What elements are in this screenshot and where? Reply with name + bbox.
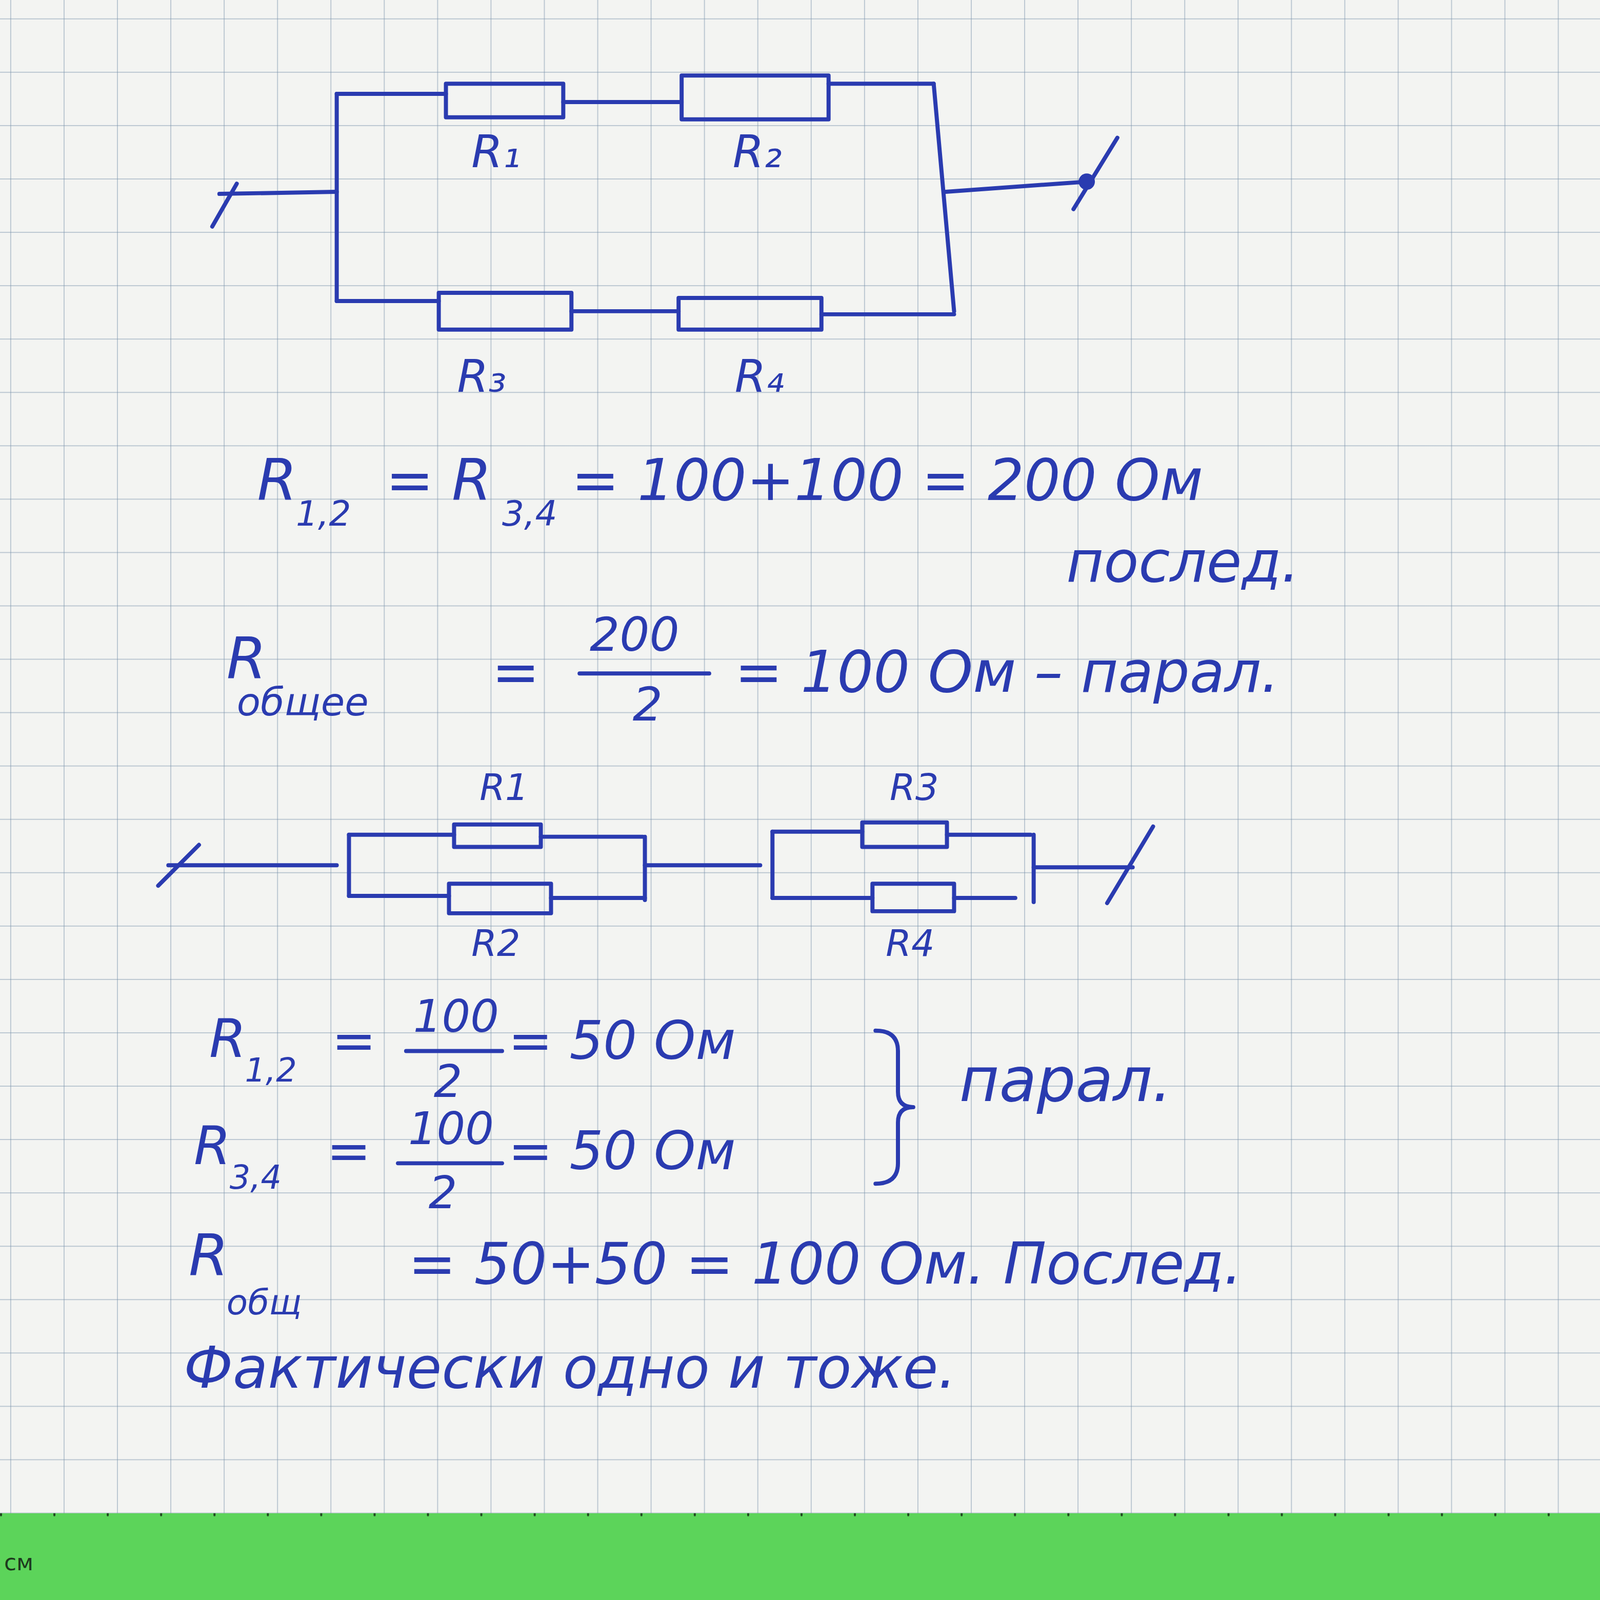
resistor-symbol	[681, 75, 829, 120]
parallel-series-circuit	[157, 822, 1153, 914]
formula-text: =	[326, 1122, 372, 1182]
resistor-symbol	[872, 883, 954, 912]
formula-text: 2	[428, 1168, 458, 1218]
formula-text: = 100 Ом – парал.	[734, 641, 1280, 705]
resistor-label: R2	[471, 923, 520, 965]
formula-text: 100	[413, 991, 499, 1042]
resistor-label: R₄	[734, 351, 785, 402]
formula-text: 3,4	[229, 1160, 282, 1196]
formula-text: 3,4	[502, 494, 558, 533]
formula-text: R	[188, 1224, 229, 1288]
formula-text: Фактически одно и тоже.	[183, 1336, 957, 1400]
resistor-symbol	[446, 83, 564, 118]
formula-text: = R	[385, 449, 492, 513]
resistor-label: R₁	[471, 127, 521, 177]
formula-text: R	[209, 1010, 247, 1069]
formula-text: R	[256, 449, 297, 513]
formula-text: общ	[226, 1283, 303, 1322]
formula-text: =	[331, 1012, 377, 1071]
curly-brace	[875, 1030, 914, 1184]
formula-text: 100	[408, 1104, 494, 1154]
formula-text: 2	[433, 1056, 463, 1107]
formula-text: = 100+100 = 200 Ом	[571, 449, 1204, 513]
resistor-label: R1	[479, 767, 529, 808]
formula-text: 2	[632, 678, 663, 731]
formula-text: 200	[589, 609, 680, 662]
formula-text: общее	[236, 681, 369, 725]
resistor-symbol	[862, 822, 947, 848]
resistor-symbol	[438, 292, 572, 330]
formula-text: парал.	[958, 1046, 1172, 1114]
formula-text: = 50 Ом	[508, 1122, 736, 1182]
formula-text: послед.	[1066, 530, 1300, 594]
resistor-label: R₃	[456, 351, 507, 402]
formula-text: = 50 Ом	[508, 1012, 736, 1071]
formula-text: 1,2	[245, 1052, 297, 1089]
formula-text: 1,2	[295, 494, 352, 533]
formula-text: R	[193, 1117, 231, 1176]
resistor-symbol	[453, 824, 541, 848]
ruler-unit: см	[4, 1550, 34, 1576]
formula-text: = 50+50 = 100 Ом. Послед.	[408, 1232, 1243, 1296]
resistor-label: R3	[889, 767, 939, 808]
resistor-symbol	[449, 883, 552, 914]
resistor-label: R₂	[732, 127, 783, 177]
resistor-label: R4	[885, 923, 935, 965]
formula-text: R	[226, 627, 267, 691]
series-parallel-circuit	[212, 75, 1118, 330]
formula-text: =	[491, 641, 540, 705]
resistor-symbol	[678, 297, 822, 330]
ruler	[0, 1513, 1600, 1600]
